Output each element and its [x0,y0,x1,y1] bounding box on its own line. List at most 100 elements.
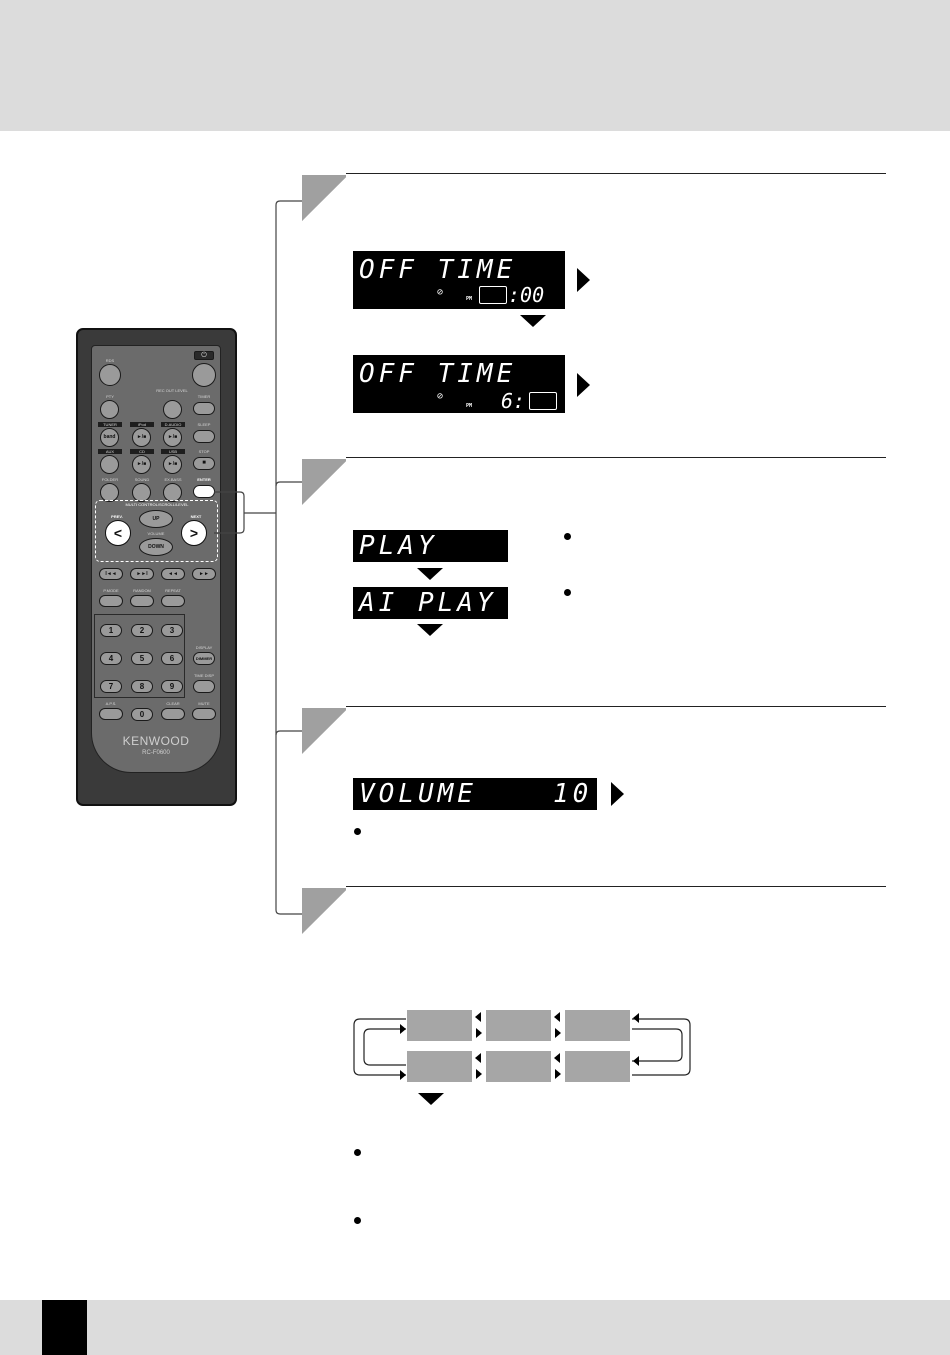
aux-button[interactable] [100,455,119,474]
lcd-volume-value: 10 [553,779,593,809]
skip-forward-button[interactable]: ►►I [130,568,154,580]
pty-button[interactable] [100,400,119,419]
arrow-right-icon [400,1070,406,1080]
multi-control-label: MULTI CONTROL/SCROLL/LEVEL [118,502,196,507]
arrow-down-icon [520,315,546,327]
arrow-left-icon [475,1053,481,1063]
timer-button[interactable] [193,402,215,415]
arrow-right-icon [476,1069,482,1079]
number-3-text: 3 [169,626,175,635]
page-number-block [42,1300,87,1355]
minute-blank-segment [529,392,557,410]
repeat-label: REPEAT [165,588,181,593]
cycle-box-4 [407,1051,472,1082]
timer-label: TIMER [197,394,211,399]
arrow-left-icon [633,1013,639,1023]
dimmer-button[interactable]: DIMMER [193,652,215,665]
step-4-rule [346,886,886,887]
band-button[interactable]: band [100,428,119,447]
usb-play-pause-button[interactable]: ►/■ [163,455,182,474]
p-mode-button[interactable] [99,595,123,607]
header-band [0,0,950,131]
lcd-volume: VOLUME 10 [353,778,597,810]
number-8-text: 8 [139,682,145,691]
lcd-off-time-2: OFF TIME ⊘ PM 6: [353,355,565,413]
next-arrow-button[interactable]: > [181,520,207,546]
number-9-text: 9 [169,682,175,691]
timer-icon: ⊘ [437,287,444,298]
aps-button[interactable] [99,708,123,720]
arrow-left-icon [554,1012,560,1022]
number-button-6[interactable]: 6 [161,652,183,665]
repeat-button[interactable] [161,595,185,607]
arrow-right-icon [577,373,590,397]
number-button-3[interactable]: 3 [161,624,183,637]
ipod-label: iPod [130,422,154,427]
numpad-outline [94,614,185,698]
arrow-down-icon [417,568,443,580]
number-button-7[interactable]: 7 [100,680,122,693]
play-pause-icon: ►/■ [136,461,147,467]
number-2-text: 2 [139,626,145,635]
number-button-5[interactable]: 5 [131,652,153,665]
down-text: DOWN [148,544,164,550]
arrow-right-icon [555,1069,561,1079]
time-disp-button[interactable] [193,680,215,693]
prev-arrow-button[interactable]: < [105,520,131,546]
skip-forward-icon: ►►I [136,571,148,577]
number-button-2[interactable]: 2 [131,624,153,637]
number-button-1[interactable]: 1 [100,624,122,637]
number-button-8[interactable]: 8 [131,680,153,693]
number-button-0[interactable]: 0 [131,708,153,721]
sound-label: SOUND [134,477,150,482]
rewind-button[interactable]: ◄◄ [161,568,185,580]
arrow-right-icon [611,782,624,806]
fast-forward-icon: ►► [199,571,209,577]
mute-label: MUTE [198,701,210,706]
p-mode-label: P.MODE [103,588,119,593]
ipod-play-pause-button[interactable]: ►/■ [132,428,151,447]
dimmer-text: DIMMER [195,656,213,661]
fast-forward-button[interactable]: ►► [192,568,216,580]
play-pause-icon: ►/■ [167,461,178,467]
bullet-icon [564,533,571,540]
play-pause-icon: ►/■ [167,434,178,440]
tuner-label: TUNER [98,422,122,427]
arrow-left-icon [554,1053,560,1063]
random-button[interactable] [130,595,154,607]
cycle-box-2 [486,1010,551,1041]
arrow-right-icon [577,268,590,292]
d-audio-play-pause-button[interactable]: ►/■ [163,428,182,447]
arrow-down-icon [418,1093,444,1105]
lcd-main-text: OFF TIME [359,255,517,285]
arrow-right-icon [555,1028,561,1038]
clear-button[interactable] [161,708,185,720]
power-button[interactable] [192,363,216,387]
down-button[interactable]: DOWN [139,538,173,556]
sleep-button[interactable] [193,430,215,443]
play-pause-icon: ►/■ [136,434,147,440]
sound-button[interactable] [132,483,151,502]
folder-button[interactable] [100,483,119,502]
mute-button[interactable] [192,708,216,720]
clock-hour: 6: [501,389,526,413]
rds-button[interactable] [99,364,121,386]
lcd-main-text: PLAY [359,531,438,561]
number-0-text: 0 [139,710,145,719]
cd-play-pause-button[interactable]: ►/■ [132,455,151,474]
folder-label: FOLDER [101,477,119,482]
brand-logo: KENWOOD [122,734,190,748]
skip-back-button[interactable]: I◄◄ [99,568,123,580]
rewind-icon: ◄◄ [168,571,178,577]
stop-button[interactable]: ■ [193,457,215,470]
up-button[interactable]: UP [139,510,173,528]
rec-out-level-button[interactable] [163,400,182,419]
cd-label: CD [130,449,154,454]
number-button-4[interactable]: 4 [100,652,122,665]
stop-icon: ■ [202,460,206,466]
ex-bass-button[interactable] [163,483,182,502]
timer-icon: ⊘ [437,391,444,402]
number-7-text: 7 [108,682,114,691]
number-button-9[interactable]: 9 [161,680,183,693]
